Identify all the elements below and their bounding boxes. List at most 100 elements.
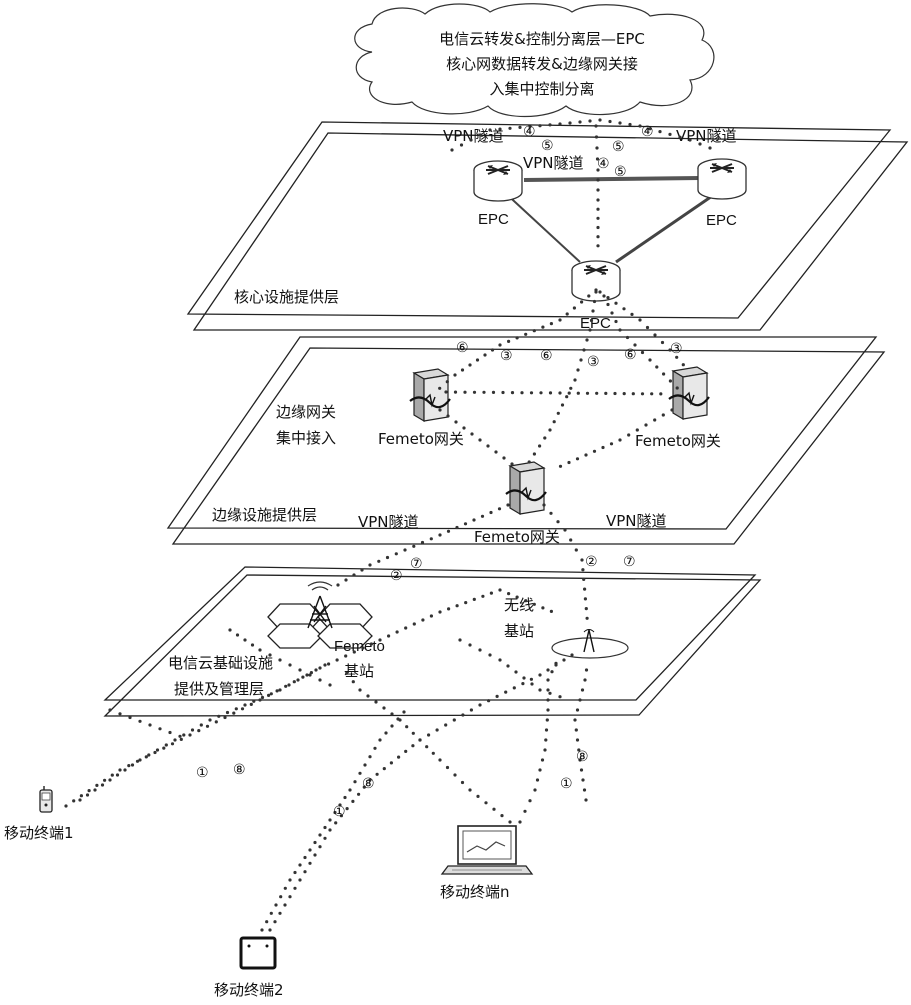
flow-dot bbox=[528, 125, 532, 129]
flow-dot bbox=[518, 820, 522, 824]
flow-dot bbox=[336, 583, 340, 587]
flow-dot bbox=[275, 689, 279, 693]
flow-dot bbox=[548, 691, 552, 695]
step-5-core-left: ⑤ bbox=[541, 137, 554, 153]
flow-dot bbox=[438, 533, 442, 537]
flow-dot bbox=[115, 773, 120, 777]
flow-dot bbox=[345, 671, 349, 675]
flow-dot bbox=[411, 731, 415, 735]
flow-dot bbox=[323, 825, 327, 830]
flow-dot bbox=[633, 343, 637, 347]
flow-dot bbox=[613, 391, 617, 396]
flow-dot bbox=[127, 764, 131, 768]
flow-dot bbox=[268, 653, 272, 657]
flow-dot bbox=[128, 715, 132, 720]
flow-dot bbox=[498, 588, 502, 592]
flow-dot bbox=[293, 886, 297, 890]
flow-dot bbox=[328, 818, 332, 822]
flow-dot bbox=[305, 673, 309, 677]
flow-dot bbox=[339, 814, 343, 818]
flow-dot bbox=[421, 618, 425, 622]
step-7-infra-left: ⑦ bbox=[410, 555, 423, 571]
step-4-core-center: ④ bbox=[597, 155, 610, 171]
flow-dot bbox=[592, 449, 597, 453]
step-6-edge-b: ⑥ bbox=[540, 347, 553, 363]
flow-dot bbox=[558, 464, 563, 468]
flow-dot bbox=[287, 683, 291, 687]
flow-dot bbox=[390, 724, 394, 728]
flow-dot bbox=[644, 423, 648, 427]
flow-dot bbox=[108, 708, 112, 712]
flow-dot bbox=[249, 702, 253, 707]
flow-dot bbox=[352, 650, 356, 654]
flow-dot bbox=[292, 680, 296, 684]
flow-dot bbox=[548, 123, 552, 127]
flow-dot bbox=[118, 712, 122, 716]
flow-dot bbox=[532, 329, 536, 333]
edge-vpn-label-right: VPN隧道 bbox=[606, 512, 667, 530]
step-8-terminal1: ⑧ bbox=[233, 761, 246, 777]
flow-dot bbox=[225, 710, 230, 715]
core-links bbox=[501, 176, 719, 264]
flow-dot bbox=[596, 216, 600, 220]
flow-dot bbox=[394, 552, 398, 556]
flow-dot bbox=[543, 748, 547, 752]
flow-dot bbox=[565, 312, 569, 316]
flow-dot bbox=[490, 348, 495, 352]
flow-dot bbox=[404, 626, 408, 630]
step-7-infra-right: ⑦ bbox=[623, 553, 636, 569]
flow-dot bbox=[618, 328, 622, 332]
flow-dot bbox=[420, 540, 425, 545]
flow-dot bbox=[546, 678, 550, 682]
flow-dot bbox=[382, 767, 386, 771]
flow-dot bbox=[314, 668, 318, 672]
flow-dot bbox=[470, 432, 474, 436]
flow-dot bbox=[480, 514, 485, 518]
flow-dot bbox=[446, 414, 450, 418]
flow-dot bbox=[576, 391, 580, 395]
flow-dot bbox=[148, 723, 152, 727]
flow-dot bbox=[283, 903, 287, 907]
flow-dot bbox=[554, 661, 558, 665]
flow-dot bbox=[468, 363, 472, 367]
flow-dot bbox=[358, 771, 362, 775]
flow-dot bbox=[214, 720, 218, 724]
epc-label-left: EPC bbox=[478, 211, 509, 228]
flow-dot bbox=[591, 309, 595, 313]
flow-dot bbox=[596, 207, 600, 211]
flow-dot bbox=[461, 713, 465, 717]
flow-dot bbox=[579, 358, 583, 362]
flow-dot bbox=[323, 663, 327, 667]
flow-dot bbox=[622, 392, 626, 396]
femto-gateway-label-left: Femeto网关 bbox=[378, 430, 464, 448]
flow-dot bbox=[640, 392, 645, 396]
step-4-core-right: ④ bbox=[641, 123, 654, 139]
central-access-line2: 集中接入 bbox=[276, 429, 336, 447]
flow-dot bbox=[303, 870, 307, 874]
flow-dot bbox=[587, 294, 591, 298]
flow-dot bbox=[539, 391, 543, 395]
flow-dot bbox=[614, 319, 618, 324]
flow-dot bbox=[389, 761, 393, 765]
flow-dot bbox=[293, 870, 297, 875]
flow-dot bbox=[278, 658, 282, 662]
flow-dot bbox=[527, 460, 531, 464]
flow-dot bbox=[374, 700, 378, 704]
flow-dot bbox=[688, 138, 692, 142]
flow-dot bbox=[118, 768, 122, 772]
edge-vpn-label-left: VPN隧道 bbox=[358, 513, 419, 531]
flow-dot bbox=[631, 392, 635, 396]
flow-dot bbox=[543, 436, 547, 440]
flow-dot bbox=[352, 573, 356, 577]
flow-dot bbox=[351, 680, 355, 684]
flow-dot bbox=[708, 146, 712, 150]
flow-dot bbox=[353, 780, 357, 784]
flow-dot bbox=[569, 386, 573, 390]
flow-dot bbox=[288, 895, 292, 899]
flow-dot bbox=[327, 662, 331, 666]
flow-dot bbox=[345, 807, 349, 811]
flow-dot bbox=[308, 861, 312, 865]
flow-dot bbox=[508, 126, 512, 130]
flow-dot bbox=[338, 803, 342, 807]
flow-dot bbox=[208, 718, 212, 722]
